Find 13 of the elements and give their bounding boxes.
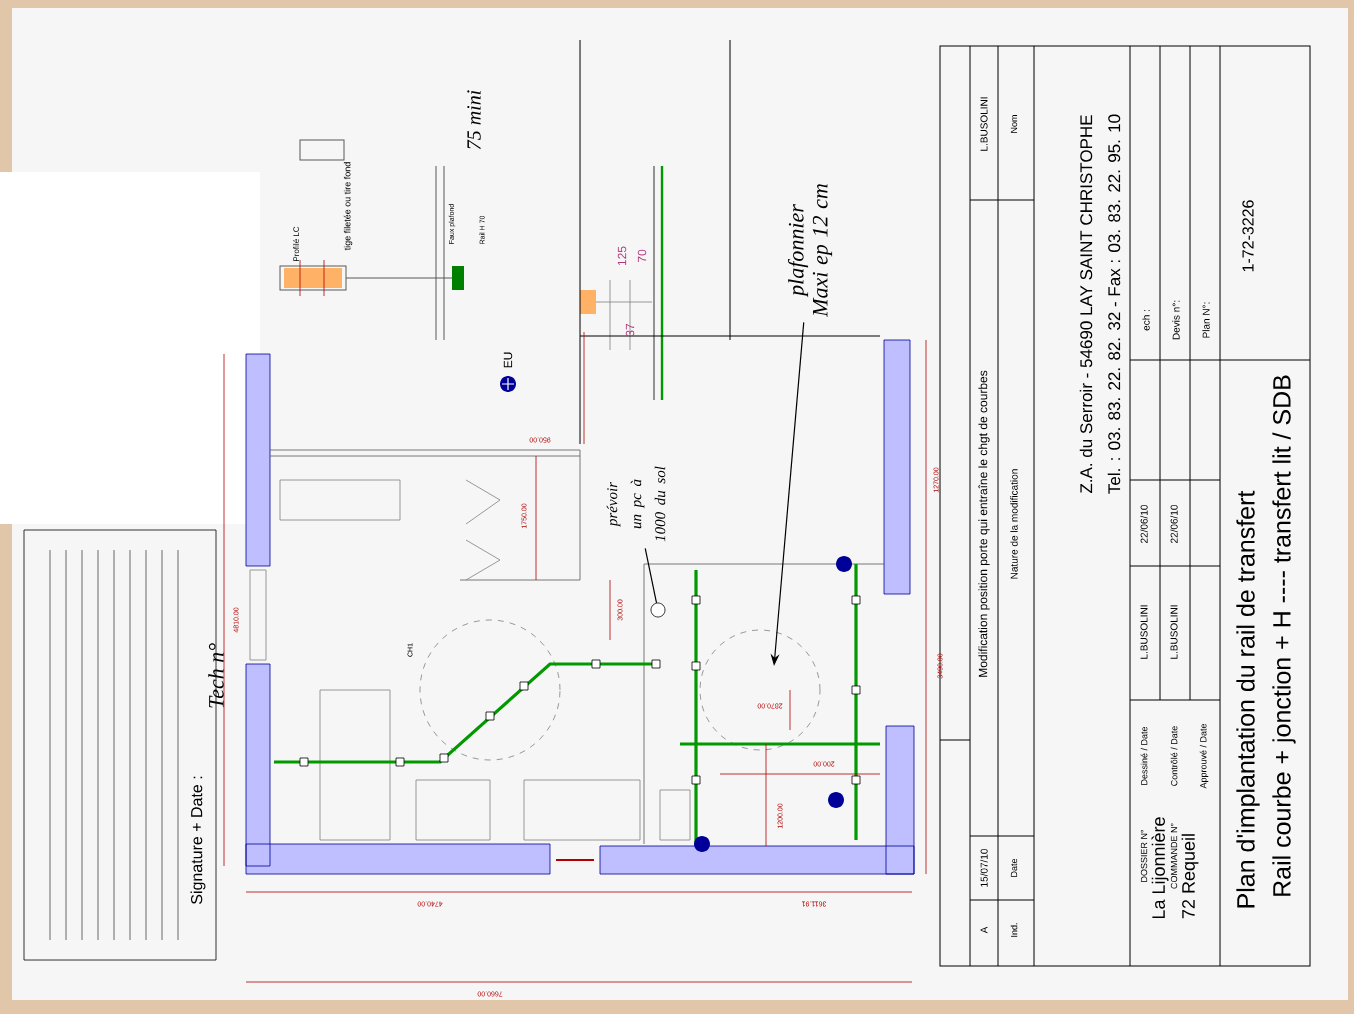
- address-text: Z.A. du Serroir - 54690 LAY SAINT CHRISTOPHE: [1079, 115, 1093, 494]
- address-text: 72 Requeil: [1181, 834, 1199, 919]
- handwritten-note: 75 mini: [467, 90, 481, 150]
- leader-line: [644, 547, 658, 604]
- socket-symbol: [650, 602, 666, 618]
- plan-title: Plan d'implantation du rail de transfert: [1236, 490, 1260, 908]
- plan-subtitle: Rail courbe + jonction + H ---- transfert lit / SDB: [1272, 375, 1296, 896]
- handwritten-note: plafonnier Maxi ep 12 cm: [787, 184, 833, 318]
- address-text: Tel. : 03. 83. 22. 82. 32 - Fax : 03. 83. 22. 95. 10: [1107, 114, 1121, 494]
- plan-number: 1-72-3226: [1242, 200, 1254, 272]
- handwritten-note: Tech n°: [208, 643, 224, 708]
- address-text: La Lijonnière: [1151, 817, 1169, 919]
- signature-field-label: Signature + Date :: [190, 776, 206, 904]
